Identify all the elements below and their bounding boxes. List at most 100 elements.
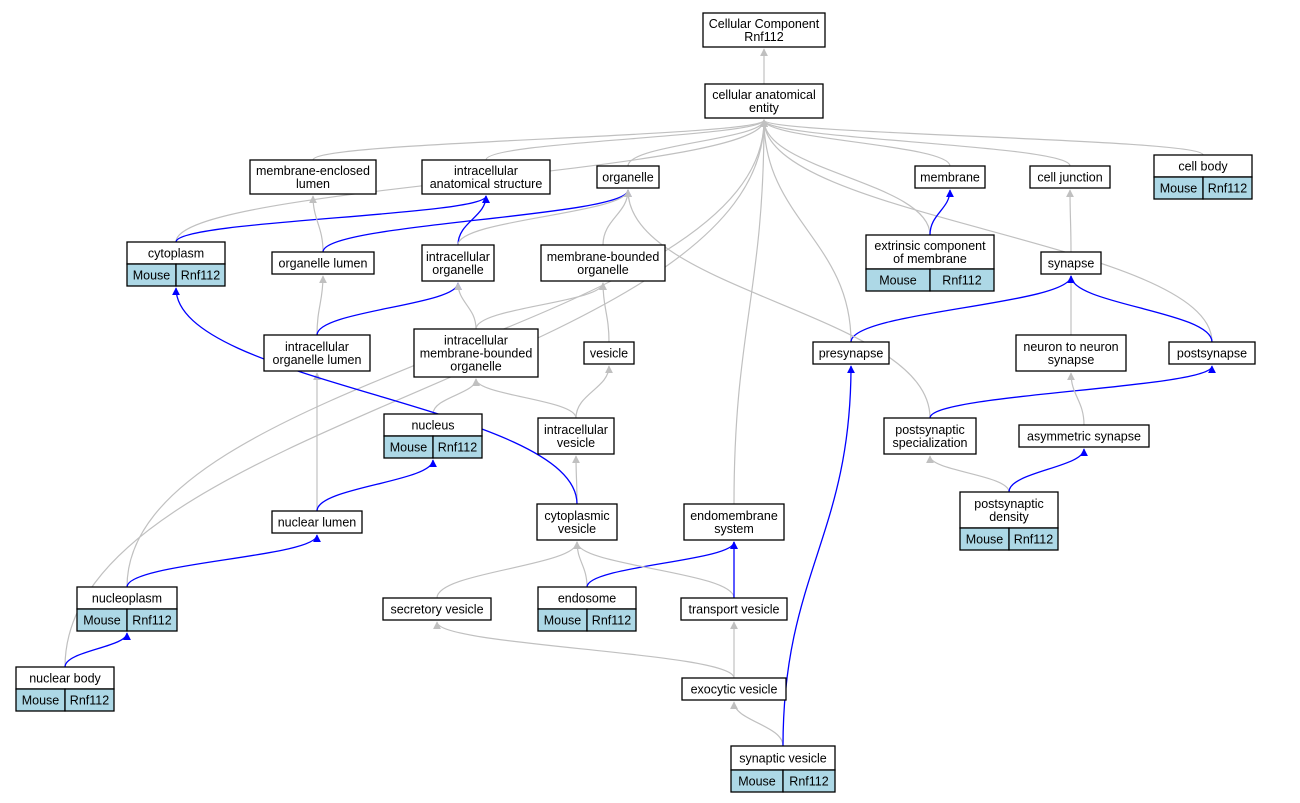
annotation-gene-cell	[175, 263, 226, 287]
node-box	[704, 83, 824, 119]
annotation-gene: Rnf112	[1014, 533, 1053, 547]
node-ev[interactable]: exocytic vesicle	[681, 677, 787, 701]
node-box	[914, 165, 986, 189]
node-syn[interactable]: synapse	[1040, 251, 1102, 275]
node-label: nuclear lumen	[278, 516, 357, 530]
edge-is-a-ias-to-cae	[485, 119, 768, 161]
node-box	[540, 244, 666, 282]
node-label: organelle lumen	[273, 353, 362, 367]
node-label: vesicle	[590, 347, 628, 361]
annotation-gene-cell	[1008, 527, 1059, 551]
annotation-gene: Rnf112	[942, 274, 981, 288]
node-label: nucleoplasm	[92, 592, 162, 606]
node-label: system	[714, 522, 754, 536]
edge-is-a-ecm-to-cae	[760, 119, 931, 236]
edge-part-of-np-to-nl	[126, 534, 321, 588]
edge-is-a-syn-to-cj	[1066, 189, 1075, 253]
node-cj[interactable]: cell junction	[1029, 165, 1111, 189]
node-label: synapse	[1048, 257, 1095, 271]
node-label: organelle	[577, 263, 628, 277]
node-label: of membrane	[893, 252, 967, 266]
node-label: presynapse	[819, 347, 884, 361]
edge-part-of-endo-to-es	[586, 541, 738, 588]
node-box	[537, 417, 615, 455]
node-org[interactable]: organelle	[596, 165, 660, 189]
node-box	[681, 677, 787, 701]
node-box	[1015, 334, 1127, 372]
edge-part-of-nl-to-nuc	[316, 459, 437, 512]
edge-is-a-iv-to-ves	[575, 365, 613, 419]
node-label: asymmetric synapse	[1027, 430, 1141, 444]
node-box	[865, 234, 995, 270]
node-label: secretory vesicle	[390, 603, 483, 617]
edge-part-of-synv-to-pre	[782, 365, 855, 747]
node-box	[1168, 341, 1256, 365]
node-asym[interactable]: asymmetric synapse	[1018, 424, 1150, 448]
node-pre[interactable]: presynapse	[812, 341, 890, 365]
node-olum[interactable]: organelle lumen	[271, 251, 375, 275]
annotation-gene: Rnf112	[132, 614, 171, 628]
annotation-species: Mouse	[133, 269, 171, 283]
annotation-gene-cell	[1202, 176, 1253, 200]
edge-is-a-synv-to-ev	[730, 701, 784, 747]
node-box	[413, 328, 539, 378]
node-nl[interactable]: nuclear lumen	[271, 510, 363, 534]
node-label: intracellular	[285, 340, 349, 354]
edge-part-of-cv-to-cyto	[172, 287, 578, 505]
edge-is-a-asym-to-n2n	[1067, 372, 1085, 426]
node-box	[421, 159, 551, 195]
edge-is-a-pre-to-cae	[760, 119, 852, 343]
annotation-gene-cell	[432, 435, 483, 459]
edge-is-a-sv-to-cv	[436, 541, 581, 599]
node-box	[1029, 165, 1111, 189]
edge-is-a-iv-to-imbo	[472, 378, 577, 419]
node-mem[interactable]: membrane	[914, 165, 986, 189]
node-sv[interactable]: secretory vesicle	[382, 597, 492, 621]
node-label: organelle	[602, 171, 653, 185]
edge-is-a-nb-to-cae	[64, 119, 768, 668]
node-ves[interactable]: vesicle	[583, 341, 635, 365]
node-label: entity	[749, 101, 780, 115]
edge-is-a-psd-to-pss	[926, 455, 1010, 493]
node-post[interactable]: postsynapse	[1168, 341, 1256, 365]
node-tv[interactable]: transport vesicle	[680, 597, 788, 621]
edge-is-a-nuc-to-imbo	[432, 378, 480, 415]
node-label: Cellular Component	[709, 17, 820, 31]
node-label: membrane-bounded	[420, 347, 533, 361]
node-label: vesicle	[558, 522, 596, 536]
node-label: intracellular	[454, 164, 518, 178]
node-label: cellular anatomical	[712, 88, 816, 102]
node-label: endosome	[558, 592, 616, 606]
node-box	[596, 165, 660, 189]
node-label: membrane-bounded	[547, 250, 660, 264]
node-box	[536, 503, 618, 541]
node-box	[421, 244, 495, 282]
node-label: synapse	[1048, 353, 1095, 367]
node-label: postsynaptic	[895, 423, 964, 437]
edge-is-a-tv-to-cv	[573, 541, 735, 599]
